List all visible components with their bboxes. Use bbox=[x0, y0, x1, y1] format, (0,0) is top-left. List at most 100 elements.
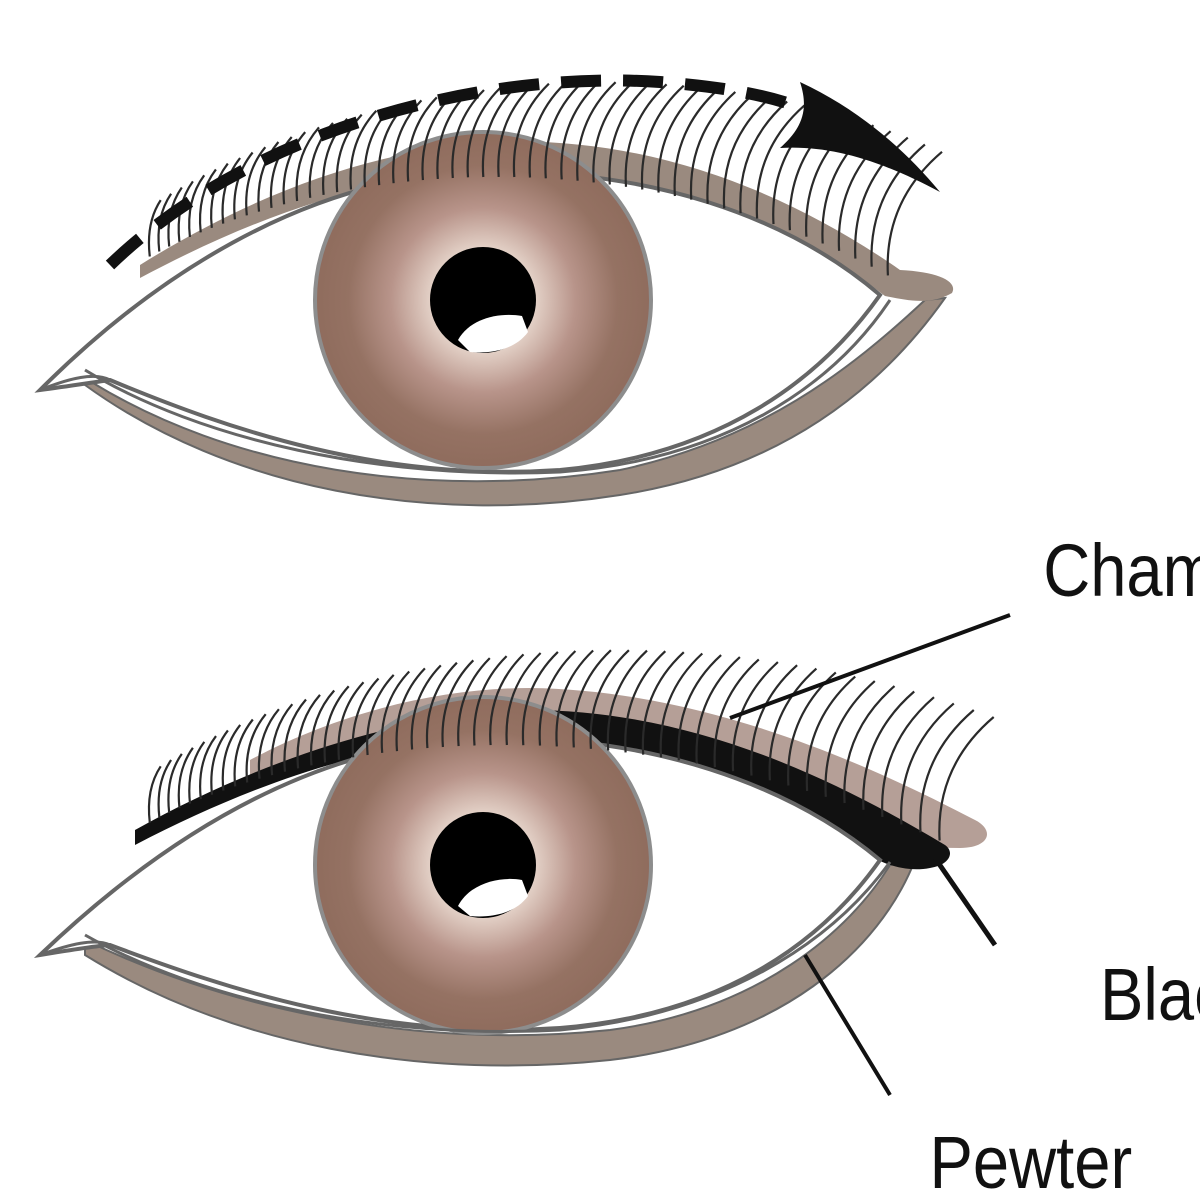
eyelash bbox=[269, 136, 293, 209]
eyelash bbox=[233, 151, 254, 220]
eyelash bbox=[695, 656, 741, 764]
eyelash bbox=[768, 667, 818, 781]
eyelash bbox=[188, 174, 206, 238]
pewter-label: Pewter bbox=[929, 1121, 1132, 1200]
black-label: Black bbox=[1100, 953, 1200, 1036]
eyelash bbox=[505, 652, 542, 746]
eyelash bbox=[689, 91, 737, 200]
eyelash bbox=[245, 146, 267, 216]
eyelash bbox=[919, 709, 975, 833]
eyelash bbox=[282, 131, 307, 205]
dashed-arrow-icon bbox=[105, 74, 940, 270]
lower-waterline bbox=[84, 861, 892, 1033]
eyelash bbox=[755, 104, 806, 219]
top-eye bbox=[34, 74, 954, 507]
eyelash bbox=[538, 650, 577, 746]
eyelash bbox=[862, 690, 915, 810]
pewter-leader-line bbox=[803, 953, 892, 1097]
champagne-label: Champagne bbox=[1043, 529, 1200, 612]
eyelash bbox=[731, 661, 779, 772]
lower-waterline bbox=[84, 299, 892, 475]
eyelash bbox=[210, 729, 229, 795]
eyelash bbox=[521, 651, 559, 746]
eyelash bbox=[441, 659, 475, 748]
eyelash bbox=[147, 199, 162, 257]
eyelash bbox=[295, 126, 320, 202]
eyelash bbox=[560, 81, 600, 180]
eyelash bbox=[572, 649, 612, 748]
eyelash bbox=[473, 655, 508, 746]
eyelash bbox=[555, 649, 594, 747]
eyelash bbox=[657, 86, 702, 193]
eyelash bbox=[380, 670, 410, 753]
eyelash bbox=[457, 657, 491, 747]
eyelash bbox=[410, 664, 442, 750]
eyelash bbox=[489, 653, 525, 746]
eyelash bbox=[739, 100, 788, 214]
pewter-lower-band bbox=[84, 296, 948, 507]
eyelash bbox=[938, 716, 995, 841]
pupil-highlight bbox=[458, 314, 528, 353]
eyelash bbox=[233, 718, 254, 787]
eyelash bbox=[466, 87, 501, 178]
champagne-leader-line bbox=[729, 613, 1011, 720]
eyelash bbox=[750, 664, 798, 776]
eyelash bbox=[641, 651, 685, 755]
inner-corner bbox=[39, 940, 111, 957]
eyelash bbox=[640, 84, 685, 190]
pupil-highlight bbox=[458, 878, 528, 917]
eyelash bbox=[824, 680, 876, 797]
eyelash bbox=[406, 96, 438, 182]
eyelash bbox=[576, 81, 617, 181]
eyelash bbox=[677, 654, 722, 761]
eyelash bbox=[624, 83, 668, 187]
eyelash bbox=[245, 713, 267, 783]
eyelash bbox=[843, 685, 896, 804]
eyelash bbox=[147, 765, 162, 823]
eyelash bbox=[497, 84, 534, 177]
eyelash bbox=[881, 696, 935, 817]
eyelash bbox=[608, 82, 651, 185]
eyelash bbox=[805, 675, 856, 791]
eyelash bbox=[257, 141, 280, 212]
eyelash bbox=[296, 694, 321, 769]
eyelash bbox=[589, 649, 630, 749]
eyelash bbox=[270, 703, 294, 776]
inner-corner bbox=[39, 374, 111, 392]
eyelash bbox=[673, 88, 719, 197]
bottom-eye-lashes bbox=[147, 649, 995, 841]
eyelash bbox=[659, 652, 704, 758]
eyelash bbox=[706, 93, 754, 204]
eyelash bbox=[544, 81, 583, 179]
eyelash bbox=[337, 681, 365, 760]
eyelash bbox=[157, 759, 173, 818]
eyelash bbox=[900, 702, 955, 825]
eyelash bbox=[481, 85, 517, 178]
eyelash bbox=[323, 685, 350, 763]
eyelash bbox=[167, 753, 183, 814]
eyelash bbox=[188, 741, 206, 804]
eyelash bbox=[606, 649, 648, 751]
black-leader-line bbox=[932, 856, 998, 947]
bottom-eye: Champagne Black Pewter bbox=[33, 529, 1200, 1200]
eyelash bbox=[870, 143, 926, 267]
eyelash bbox=[512, 82, 550, 178]
eyelash bbox=[528, 82, 567, 178]
top-eye-lashes bbox=[147, 81, 943, 276]
eyelash bbox=[349, 109, 378, 190]
eyelash bbox=[283, 698, 307, 772]
eyelash bbox=[221, 724, 242, 791]
eyelash bbox=[221, 157, 241, 224]
eyelash bbox=[257, 708, 280, 779]
eyelash bbox=[199, 735, 217, 800]
eyelash bbox=[351, 677, 380, 758]
eyelash bbox=[395, 667, 426, 752]
eyelash bbox=[309, 689, 336, 766]
eyelash bbox=[592, 81, 634, 183]
eyelash bbox=[713, 658, 760, 768]
eyelash bbox=[425, 661, 458, 749]
eyelash bbox=[366, 674, 395, 756]
eyelash bbox=[177, 747, 194, 809]
upper-lid-band bbox=[140, 141, 954, 301]
